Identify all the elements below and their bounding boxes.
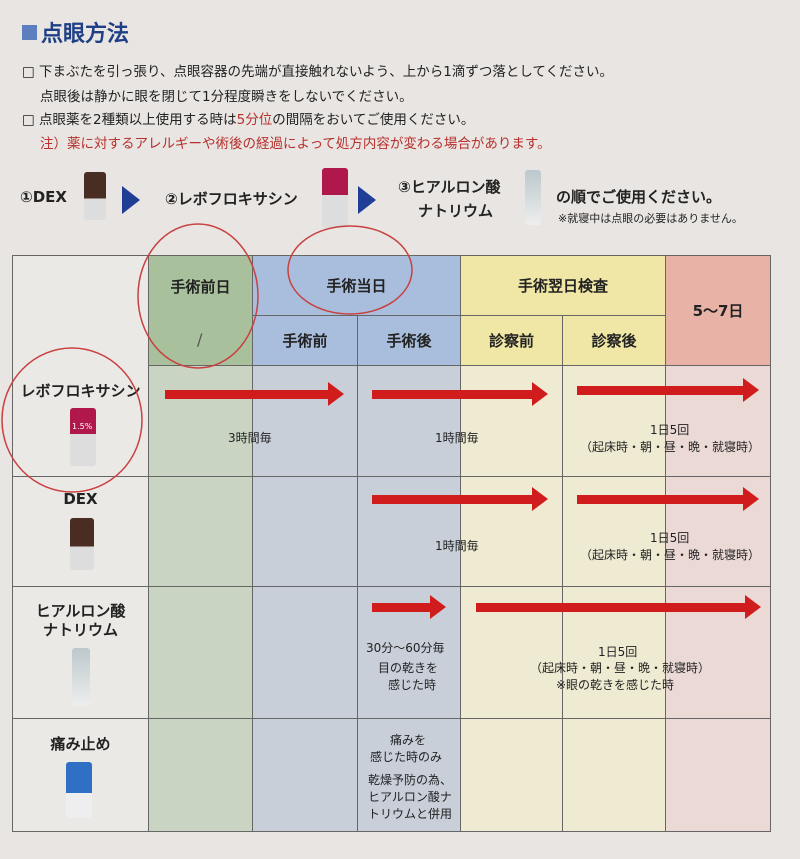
note-every-1h: 1時間毎 bbox=[435, 431, 479, 445]
levofloxacin-bottle-icon bbox=[322, 168, 348, 228]
dex-bottle-icon bbox=[84, 172, 106, 220]
instruction-1b: 点眼後は静かに眼を閉じて1分程度瞬きをしないでください。 bbox=[40, 89, 413, 105]
note-5-times: 1日5回 bbox=[650, 531, 690, 545]
handwritten-circle-icon bbox=[1, 347, 143, 493]
note-dry-eye-2: 感じた時 bbox=[388, 678, 437, 692]
note-combined-1: 乾燥予防の為、 bbox=[368, 773, 453, 787]
levofloxacin-bottle-icon: 1.5% bbox=[70, 408, 96, 466]
arrow-5x bbox=[476, 595, 761, 619]
header-after-exam: 診察後 bbox=[562, 315, 666, 366]
handwritten-mark: / bbox=[197, 330, 203, 349]
instruction-2-pre: □ 点眼薬を2種類以上使用する時は bbox=[22, 112, 237, 128]
row-label-dex: DEX bbox=[63, 490, 98, 508]
row-label-line2: ナトリウム bbox=[42, 621, 118, 639]
bottle-label: 1.5% bbox=[72, 422, 93, 431]
note-every-3h: 3時間毎 bbox=[228, 431, 272, 445]
note-dry-eye-1: 目の乾きを bbox=[378, 661, 439, 675]
header-before-exam: 診察前 bbox=[460, 315, 563, 366]
instruction-2-post: の間隔をおいてご使用ください。 bbox=[272, 112, 475, 128]
order-step-3a: ③ヒアルロン酸 bbox=[398, 178, 501, 196]
note-combined-2: ヒアルロン酸ナ bbox=[368, 790, 452, 804]
header-days-5-7: 5〜7日 bbox=[665, 255, 771, 366]
arrow-right-icon bbox=[358, 186, 376, 214]
order-suffix: の順でご使用ください。 bbox=[556, 188, 722, 206]
note-when-dry: ※眼の乾きを感じた時 bbox=[556, 678, 675, 692]
arrow-right-icon bbox=[122, 186, 140, 214]
order-step-1: ①DEX bbox=[20, 188, 67, 206]
order-step-2: ②レボフロキサシン bbox=[165, 190, 298, 208]
caution-note: 注）薬に対するアレルギーや術後の経過によって処方内容が変わる場合があります。 bbox=[40, 136, 551, 152]
title-square-icon bbox=[22, 24, 37, 40]
row-label-levofloxacin: レボフロキサシン bbox=[20, 382, 141, 400]
row-label-line1: ヒアルロン酸 bbox=[35, 602, 126, 620]
row-label-painkiller: 痛み止め bbox=[50, 735, 111, 753]
arrow-5x bbox=[577, 487, 759, 511]
hyaluronate-bottle-icon bbox=[525, 170, 541, 225]
arrow-1h bbox=[372, 382, 548, 406]
note-pain-1: 痛みを bbox=[390, 733, 427, 747]
row-label-hyaluronate: ヒアルロン酸ナトリウム bbox=[14, 602, 147, 640]
note-5-times: 1日5回 bbox=[598, 645, 638, 659]
note-times-of-day: （起床時・朝・昼・晩・就寝時） bbox=[580, 440, 761, 454]
note-30-60min: 30分〜60分毎 bbox=[366, 641, 445, 655]
order-step-3b: ナトリウム bbox=[418, 202, 494, 220]
header-before-surgery: 手術前 bbox=[252, 315, 358, 366]
handwritten-circle-icon bbox=[287, 225, 413, 315]
note-times-of-day: （起床時・朝・昼・晩・就寝時） bbox=[530, 661, 711, 675]
hyaluronate-bottle-icon bbox=[72, 648, 90, 706]
page-title: 点眼方法 bbox=[22, 16, 129, 48]
title-text: 点眼方法 bbox=[41, 22, 130, 47]
handwritten-circle-icon bbox=[137, 223, 259, 369]
arrow-30-60min bbox=[372, 595, 446, 619]
header-next-day: 手術翌日検査 bbox=[460, 255, 666, 316]
note-pain-2: 感じた時のみ bbox=[370, 750, 443, 764]
arrow-1h bbox=[372, 487, 548, 511]
dex-bottle-icon bbox=[70, 518, 94, 570]
instruction-1: □ 下まぶたを引っ張り、点眼容器の先端が直接触れないよう、上から1滴ずつ落として… bbox=[22, 64, 614, 80]
note-times-of-day: （起床時・朝・昼・晩・就寝時） bbox=[580, 548, 761, 562]
order-note: ※就寝中は点眼の必要はありません。 bbox=[558, 212, 743, 225]
arrow-5x bbox=[577, 378, 759, 402]
header-after-surgery: 手術後 bbox=[357, 315, 461, 366]
note-every-1h: 1時間毎 bbox=[435, 539, 479, 553]
note-5-times: 1日5回 bbox=[650, 423, 690, 437]
instruction-2: □ 点眼薬を2種類以上使用する時は5分位の間隔をおいてご使用ください。 bbox=[22, 108, 474, 128]
painkiller-bottle-icon bbox=[66, 762, 92, 818]
instruction-2-highlight: 5分位 bbox=[236, 112, 273, 128]
arrow-3h bbox=[165, 382, 344, 406]
note-combined-3: トリウムと併用 bbox=[368, 807, 453, 821]
